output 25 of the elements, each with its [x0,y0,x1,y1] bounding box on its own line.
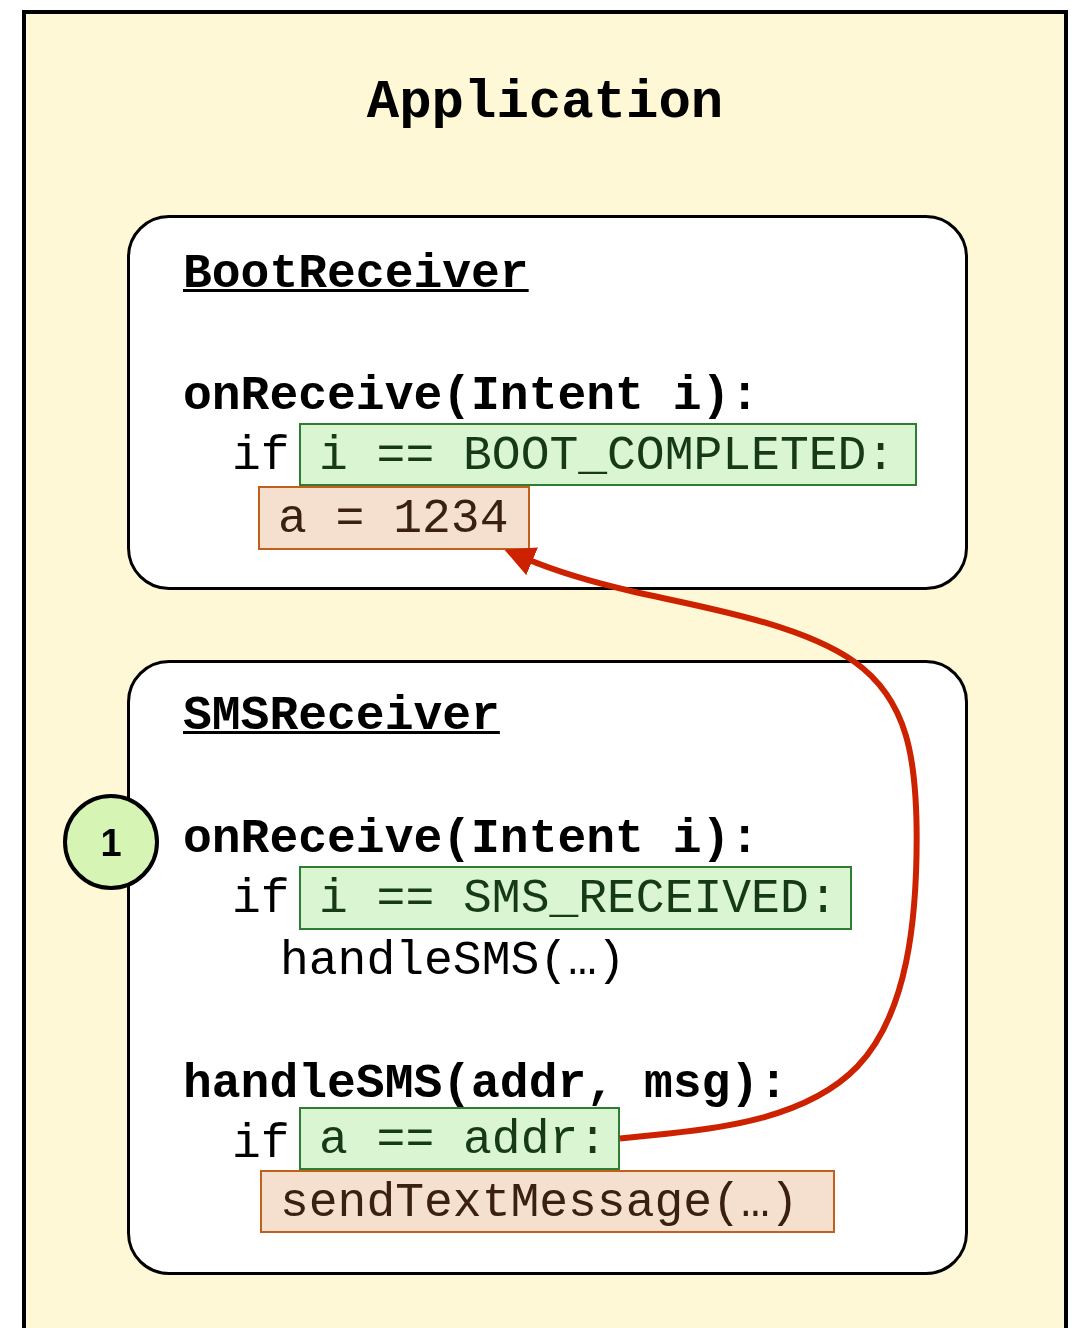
condition-highlight [299,1107,620,1170]
method-signature: handleSMS(addr, msg): [183,1060,788,1108]
code-text: i == SMS_RECEIVED: [319,875,838,923]
method-signature: onReceive(Intent i): [183,815,760,863]
code-text: a = 1234 [278,495,509,543]
code-line: if [232,1120,290,1168]
code-text: sendTextMessage(…) [280,1179,799,1227]
condition-highlight [299,866,852,930]
statement-highlight [258,486,530,550]
code-text: i == BOOT_COMPLETED: [319,432,896,480]
class-box [127,660,968,1275]
panel-title: Application [365,76,725,130]
code-line: handleSMS(…) [280,937,626,985]
code-line: if [232,875,290,923]
code-text: a == addr: [319,1116,608,1164]
class-box [127,215,968,590]
application-panel [22,10,1068,1328]
class-name: SMSReceiver [183,692,500,740]
step-badge: 1 [63,794,159,890]
code-line: if [232,432,290,480]
statement-highlight [260,1170,835,1233]
class-name: BootReceiver [183,250,529,298]
method-signature: onReceive(Intent i): [183,372,760,420]
arrow [504,547,920,1142]
condition-highlight [299,423,917,486]
